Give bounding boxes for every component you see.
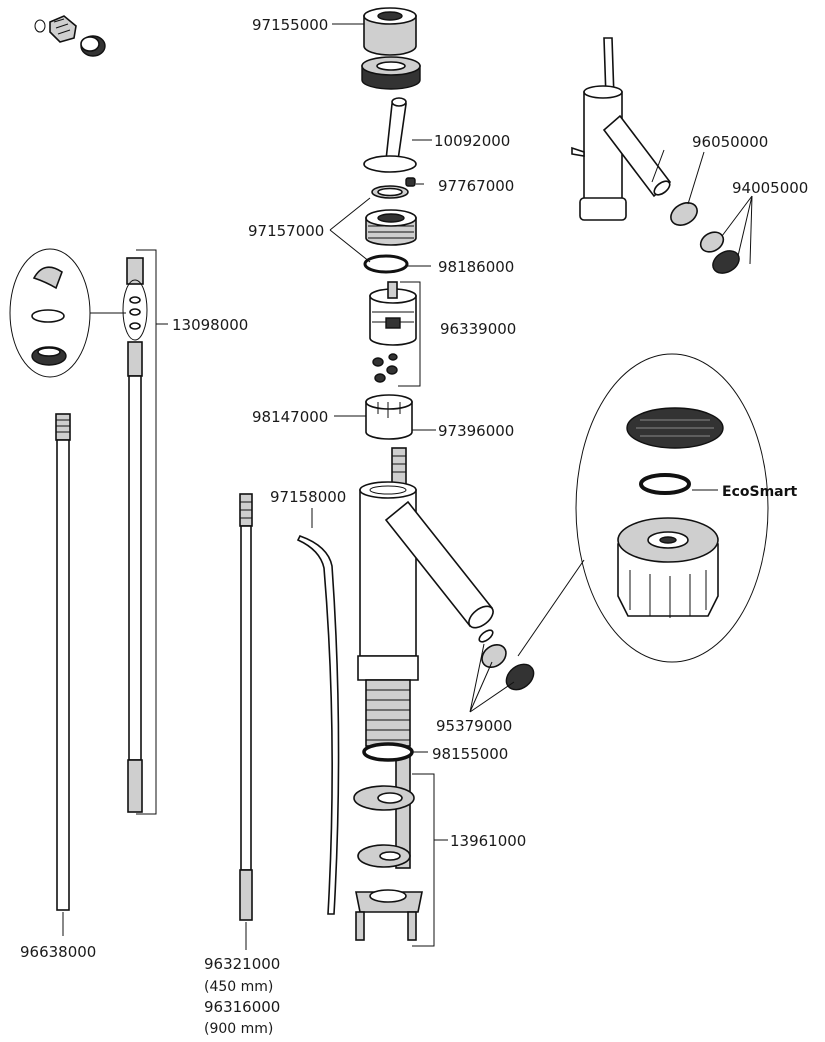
hose-96638000 xyxy=(55,413,71,911)
cap-ring-97155000 xyxy=(363,7,417,56)
aerator-94005000 xyxy=(699,231,740,274)
label-96321000: 96321000 xyxy=(204,955,280,973)
label-96050000: 96050000 xyxy=(692,133,768,151)
label-94005000: 94005000 xyxy=(732,179,808,197)
label-96638000: 96638000 xyxy=(20,943,96,961)
small-aerator-set-illustration xyxy=(34,15,106,57)
label-ecosmart: EcoSmart xyxy=(722,484,798,500)
o-ring-98186000 xyxy=(363,254,409,274)
label-10092000: 10092000 xyxy=(434,132,510,150)
bearing-ring xyxy=(361,56,421,90)
label-98155000: 98155000 xyxy=(432,745,508,763)
drain-rod-97158000 xyxy=(296,535,340,915)
lever-10092000 xyxy=(363,97,417,173)
label-97396000: 97396000 xyxy=(438,422,514,440)
faucet-overview-illustration xyxy=(571,37,672,221)
cartridge-96339000 xyxy=(369,281,417,346)
cartridge-seals xyxy=(372,353,398,383)
label-95379000: 95379000 xyxy=(436,717,512,735)
label-97157000: 97157000 xyxy=(248,222,324,240)
leader-lines xyxy=(62,23,753,950)
spindle xyxy=(391,447,407,485)
aerator-96050000 xyxy=(670,202,698,226)
mounting-set-13961000 xyxy=(353,785,423,941)
label-96339000: 96339000 xyxy=(440,320,516,338)
label-13961000: 13961000 xyxy=(450,832,526,850)
collar-ring xyxy=(371,185,409,199)
ecosmart-inset xyxy=(575,353,769,663)
label-450mm: (450 mm) xyxy=(204,979,273,995)
label-98186000: 98186000 xyxy=(438,258,514,276)
label-97155000: 97155000 xyxy=(252,16,328,34)
label-900mm: (900 mm) xyxy=(204,1021,273,1037)
set-screw-97767000 xyxy=(405,177,416,187)
seal-98155000 xyxy=(362,742,414,762)
label-13098000: 13098000 xyxy=(172,316,248,334)
threaded-bonnet xyxy=(365,209,417,246)
label-97158000: 97158000 xyxy=(270,488,346,506)
hose-13098000 xyxy=(122,257,148,813)
hose-fittings-inset xyxy=(9,248,91,378)
label-97767000: 97767000 xyxy=(438,177,514,195)
faucet-body xyxy=(357,481,494,869)
aerator-95379000 xyxy=(478,629,535,691)
label-96316000: 96316000 xyxy=(204,998,280,1016)
adapter-98147000 xyxy=(365,394,413,440)
label-98147000: 98147000 xyxy=(252,408,328,426)
hose-96321000 xyxy=(239,493,253,921)
